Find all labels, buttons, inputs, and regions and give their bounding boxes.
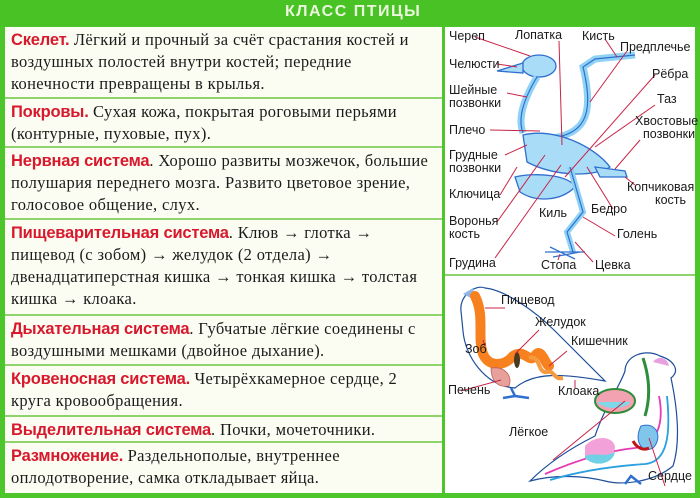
row-integument: Покровы. Сухая кожа, покрытая роговыми п… (5, 99, 442, 148)
bird-skeleton-illustration (474, 36, 656, 263)
row-respiratory: Дыхательная система. Губчатые лёгкие сое… (5, 316, 442, 366)
label-stomach: Желудок (535, 315, 586, 329)
desc-reproduction: Раздельнополые, внутреннее оплодотворени… (11, 446, 340, 487)
label-jaws: Челюсти (449, 57, 500, 71)
term-respiratory: Дыхательная система (11, 320, 190, 338)
label-femur: Бедро (591, 202, 628, 216)
row-nervous: Нервная система. Хорошо развиты мозжечок… (5, 148, 442, 220)
illustrations-panel: Череп Лопатка Кисть Предплечье Челюсти Р… (445, 27, 699, 493)
label-heart: Сердце (648, 469, 692, 483)
row-digestive: Пищеварительная система. Клюв → глотка →… (5, 220, 442, 316)
label-clavicle: Ключица (449, 187, 501, 201)
label-intestine: Кишечник (571, 334, 628, 348)
label-pygostyle-1: Копчиковая (627, 180, 695, 194)
term-digestive: Пищеварительная система (11, 224, 229, 242)
row-reproduction: Размножение. Раздельнополые, внутреннее … (5, 443, 442, 493)
label-coracoid-1: Воронья (449, 214, 499, 228)
label-sternum: Грудина (449, 256, 496, 270)
label-hand: Кисть (582, 29, 615, 43)
label-crop: Зоб (465, 342, 487, 356)
label-pygostyle-2: кость (655, 193, 687, 207)
header-bar: КЛАСС ПТИЦЫ (0, 0, 700, 26)
desc-integument: Сухая кожа, покрытая роговыми перьями (к… (11, 102, 397, 143)
label-lung: Лёгкое (509, 425, 549, 439)
characteristics-table: Скелет. Лёгкий и прочный за счёт срастан… (5, 27, 442, 493)
label-keel: Киль (539, 206, 568, 220)
row-excretory: Выделительная система. Почки, мочеточник… (5, 417, 442, 443)
label-pelvis: Таз (657, 92, 677, 106)
desc-skeleton: Лёгкий и прочный за счёт срастания косте… (11, 30, 409, 93)
row-circulatory: Кровеносная система. Четырёхкамерное сер… (5, 366, 442, 417)
label-skull: Череп (449, 29, 485, 43)
desc-nervous: . Хорошо развиты мозжечок, большие полуш… (11, 151, 429, 214)
label-foot: Стопа (541, 258, 577, 272)
label-cloaca: Клоака (558, 384, 600, 398)
row-skeleton: Скелет. Лёгкий и прочный за счёт срастан… (5, 27, 442, 99)
label-cervical-2: позвонки (449, 96, 502, 110)
label-forearm: Предплечье (620, 40, 691, 54)
label-humerus: Плечо (449, 123, 486, 137)
term-circulatory: Кровеносная система. (11, 370, 190, 388)
page-title: КЛАСС ПТИЦЫ (285, 3, 422, 20)
desc-circulatory: Четырёхкамерное сердце, 2 круга кровообр… (11, 369, 398, 410)
label-scapula: Лопатка (515, 28, 563, 42)
term-nervous: Нервная система (11, 152, 150, 170)
label-caudal-1: Хвостовые (635, 114, 699, 128)
label-thoracic-1: Грудные (449, 148, 498, 162)
label-coracoid-2: кость (449, 227, 481, 241)
panel-divider (445, 274, 695, 276)
label-cervical-1: Шейные (449, 83, 498, 97)
term-integument: Покровы. (11, 103, 89, 121)
desc-excretory: . Почки, мочеточники. (211, 420, 376, 439)
label-tarsus: Цевка (595, 258, 631, 272)
term-excretory: Выделительная система (11, 421, 212, 439)
label-liver: Печень (448, 383, 491, 397)
label-caudal-2: позвонки (643, 127, 696, 141)
desc-digestive: . Клюв → глотка → пищевод (с зобом) → же… (11, 223, 418, 308)
label-esophagus: Пищевод (501, 293, 555, 307)
bird-organs-illustration (460, 286, 679, 487)
label-thoracic-2: позвонки (449, 161, 502, 175)
term-reproduction: Размножение. (11, 447, 124, 465)
label-ribs: Рёбра (652, 67, 689, 81)
label-tibia: Голень (617, 227, 658, 241)
desc-respiratory: . Губчатые лёгкие соединены с воздушными… (11, 319, 416, 360)
term-skeleton: Скелет. (11, 31, 70, 49)
